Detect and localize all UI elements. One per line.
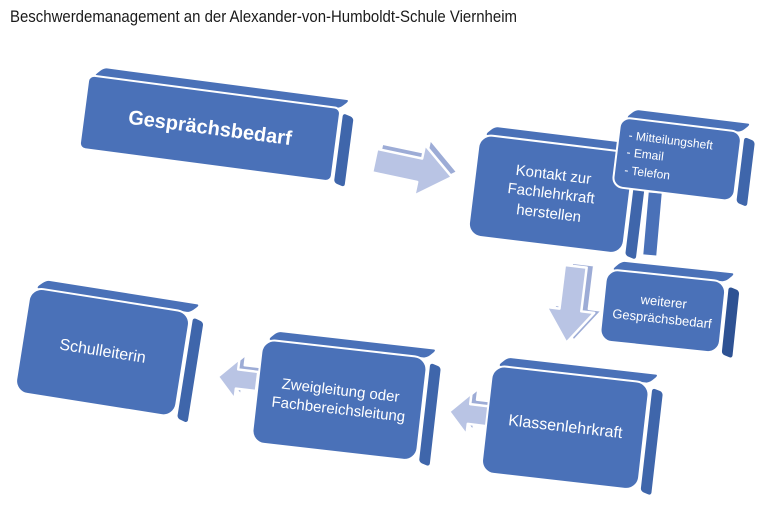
diagram-title: Beschwerdemanagement an der Alexander-vo… bbox=[10, 7, 517, 26]
node-weiterer-gespraechsbedarf: weiterer Gesprächsbedarf bbox=[598, 259, 742, 362]
node-gespraechsbedarf: Gesprächsbedarf bbox=[78, 66, 356, 190]
node-zweigleitung-fachbereichsleitung: Zweigleitung oder Fachbereichsleitung bbox=[250, 329, 443, 470]
block-arrow-right-icon bbox=[370, 138, 459, 197]
node-label: Kontakt zur Fachlehrkraft herstellen bbox=[506, 161, 596, 226]
node-klassenlehrkraft: Klassenlehrkraft bbox=[479, 355, 666, 499]
node-front-face: Zweigleitung oder Fachbereichsleitung bbox=[250, 338, 429, 463]
node-label: Schulleiterin bbox=[58, 336, 148, 367]
node-front-face: - Mitteilungsheft - Email - Telefon bbox=[611, 116, 744, 203]
node-schulleiterin: Schulleiterin bbox=[13, 278, 206, 426]
node-front-face: weiterer Gesprächsbedarf bbox=[598, 268, 728, 355]
flow-arrow-1 bbox=[367, 132, 461, 204]
flow-arrow-2 bbox=[540, 261, 603, 349]
block-arrow-down-icon bbox=[545, 261, 603, 344]
node-label: - Mitteilungsheft - Email - Telefon bbox=[623, 128, 714, 183]
node-label: weiterer Gesprächsbedarf bbox=[611, 291, 713, 332]
node-kontakt-fachlehrkraft: Kontakt zur Fachlehrkraft herstellen bbox=[466, 124, 650, 263]
node-kontaktwege: - Mitteilungsheft - Email - Telefon bbox=[611, 107, 758, 210]
node-front-face: Klassenlehrkraft bbox=[479, 364, 651, 492]
node-label: Klassenlehrkraft bbox=[507, 411, 624, 442]
node-label: Zweigleitung oder Fachbereichsleitung bbox=[270, 375, 407, 426]
node-front-face: Kontakt zur Fachlehrkraft herstellen bbox=[466, 133, 636, 256]
node-label: Gesprächsbedarf bbox=[126, 106, 293, 151]
node-front-face: Gesprächsbedarf bbox=[78, 74, 342, 183]
